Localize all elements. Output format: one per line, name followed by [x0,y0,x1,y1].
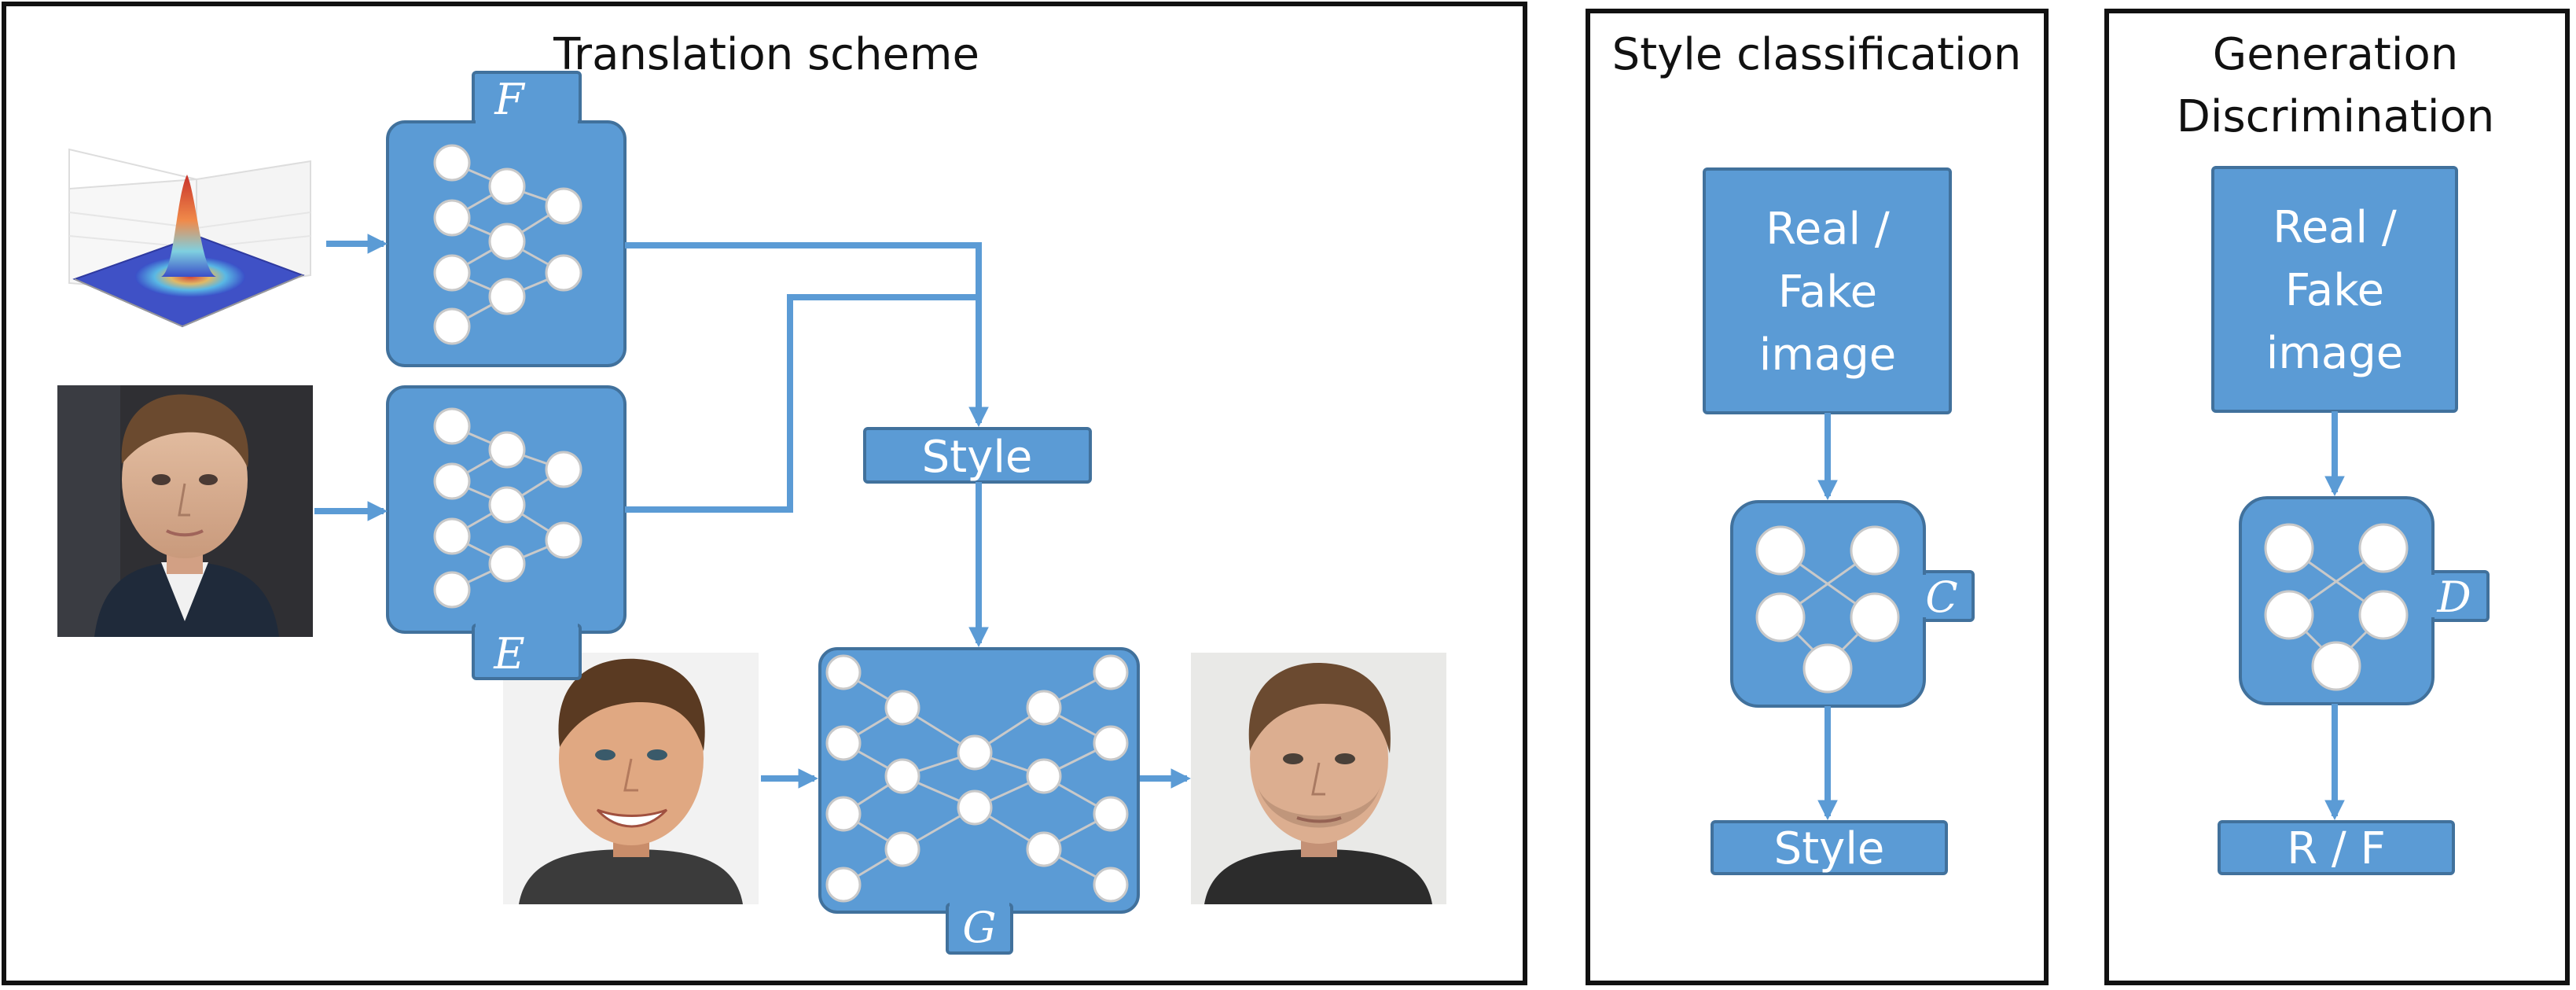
f-node [488,223,526,260]
g-node [1093,867,1129,903]
rf-output-label: R / F [2287,823,2386,874]
c-node [1755,592,1806,642]
e-node [433,407,471,445]
e-node [545,521,582,559]
c-node [1850,525,1900,576]
g-node [1093,725,1129,761]
disc-input-line-3: image [2266,328,2403,379]
encoder-network-e: E [386,385,627,680]
style-input-line-3: image [1759,329,1896,381]
e-node [545,451,582,488]
content-face-image [503,653,759,904]
network-d-label: D [2436,572,2471,622]
style-classification-title: Style classification [1612,29,2022,80]
g-node [1026,758,1062,794]
discriminator-network-d: D [2239,496,2490,705]
style-output-label: Style [1774,823,1885,874]
e-node [433,462,471,500]
input-face-image-e [57,385,313,637]
e-node [433,517,471,555]
g-node [825,725,862,761]
generation-title-line-2: Discrimination [2177,91,2494,142]
network-g-label: G [962,903,996,952]
f-node [545,254,582,292]
e-node [433,571,471,609]
mapping-network-f: F [386,71,627,367]
d-node [2358,523,2409,573]
g-node [1026,831,1062,867]
c-node [1850,592,1900,642]
f-node [433,199,471,237]
network-e-label: E [493,629,524,679]
g-node [825,796,862,832]
disc-input-line-2: Fake [2285,265,2384,316]
style-input-line-1: Real / [1766,204,1890,255]
g-node [825,654,862,690]
f-node [488,278,526,315]
g-node [1093,796,1129,832]
g-node [884,690,921,726]
d-node [2358,590,2409,640]
style-code-label: Style [922,432,1033,483]
gaussian-plot-image [68,148,311,328]
e-node [488,431,526,469]
g-node [1093,654,1129,690]
output-face-image [1191,653,1446,904]
network-f-label: F [494,75,526,124]
e-node [488,486,526,524]
generation-title-line-1: Generation [2213,29,2458,80]
arrow-f-to-style [625,242,989,428]
e-node [488,545,526,583]
g-node [825,867,862,903]
rf-output-box [2218,820,2455,875]
f-node [545,187,582,225]
g-node [957,734,993,771]
f-node [488,167,526,205]
generator-network-g: G [818,647,1140,955]
d-node [2264,523,2314,573]
network-c-label: C [1925,572,1957,622]
g-node [1026,690,1062,726]
g-node [884,758,921,794]
style-input-line-2: Fake [1778,267,1877,318]
f-node [433,144,471,182]
c-node [1755,525,1806,576]
g-node [884,831,921,867]
f-node [433,254,471,292]
arrow-e-to-style [625,294,979,513]
disc-input-line-1: Real / [2273,202,2397,253]
g-node [957,789,993,826]
style-output-box [1711,820,1948,875]
c-node [1802,643,1853,694]
d-node [2264,590,2314,640]
d-node [2311,641,2361,691]
translation-panel-title: Translation scheme [553,29,979,80]
classifier-network-c: C [1730,500,1975,708]
f-node [433,307,471,345]
